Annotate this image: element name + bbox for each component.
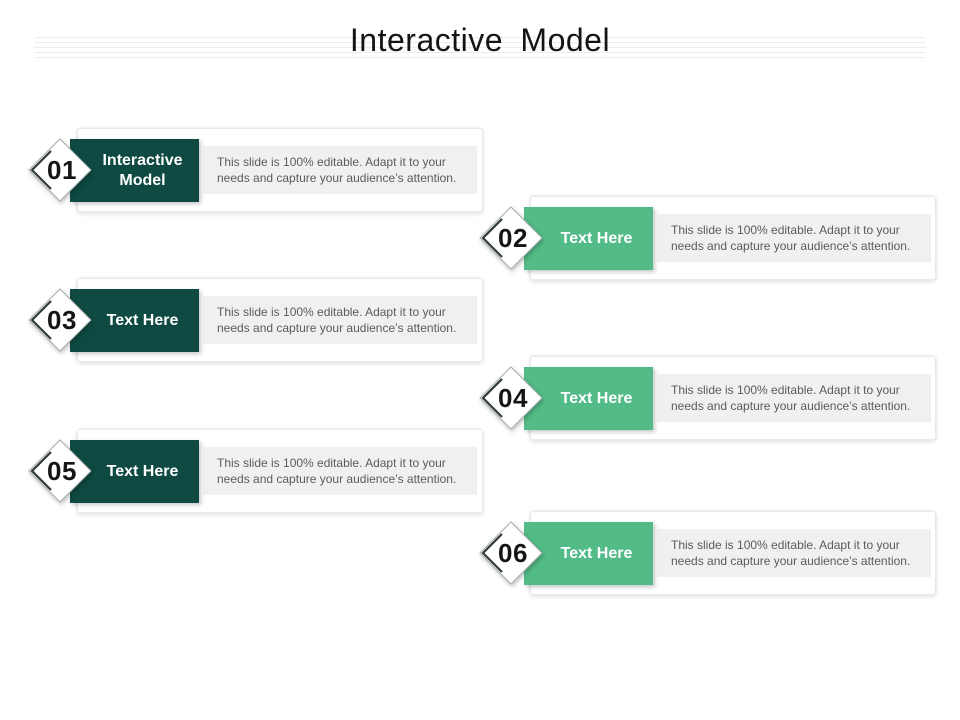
- item-number-diamond: 03: [27, 287, 93, 353]
- item-description-line: needs and capture your audience’s attent…: [217, 171, 457, 185]
- item-description-line: needs and capture your audience’s attent…: [217, 472, 457, 486]
- item-description-line: This slide is 100% editable. Adapt it to…: [217, 155, 446, 169]
- diamond-icon: [28, 288, 92, 352]
- item-description-box: This slide is 100% editable. Adapt it to…: [657, 529, 931, 577]
- item-label-box: Text Here: [524, 367, 653, 430]
- item-description-line: needs and capture your audience’s attent…: [671, 399, 911, 413]
- item-label: Text Here: [560, 389, 633, 407]
- item-label: Text Here: [560, 229, 633, 247]
- diamond-icon: [479, 521, 543, 585]
- ruled-line: [35, 42, 925, 43]
- item-description-line: This slide is 100% editable. Adapt it to…: [671, 383, 900, 397]
- item-label: Text Here: [560, 544, 633, 562]
- item-label-box: Text Here: [70, 440, 199, 503]
- item-label-box: Interactive Model: [70, 139, 199, 202]
- item-description-line: needs and capture your audience’s attent…: [671, 554, 911, 568]
- item-number: 05: [47, 455, 77, 486]
- item-description-line: This slide is 100% editable. Adapt it to…: [671, 538, 900, 552]
- item-label-box: Text Here: [70, 289, 199, 352]
- item-description-box: This slide is 100% editable. Adapt it to…: [203, 296, 477, 344]
- item-description-box: This slide is 100% editable. Adapt it to…: [203, 146, 477, 194]
- item-description-box: This slide is 100% editable. Adapt it to…: [657, 214, 931, 262]
- ruled-line: [35, 52, 925, 53]
- slide-title: Interactive Model: [349, 22, 611, 58]
- item-number: 02: [498, 222, 528, 253]
- item-number-diamond: 05: [27, 438, 93, 504]
- item-number: 01: [47, 154, 77, 185]
- item-description-line: This slide is 100% editable. Adapt it to…: [217, 305, 446, 319]
- item-description-line: needs and capture your audience’s attent…: [217, 321, 457, 335]
- item-number: 06: [498, 537, 528, 568]
- diamond-icon: [479, 206, 543, 270]
- item-description-box: This slide is 100% editable. Adapt it to…: [657, 374, 931, 422]
- item-number-diamond: 01: [27, 137, 93, 203]
- item-label: Text Here: [106, 311, 179, 329]
- ruled-line: [35, 57, 925, 58]
- item-description-line: needs and capture your audience’s attent…: [671, 239, 911, 253]
- item-description-box: This slide is 100% editable. Adapt it to…: [203, 447, 477, 495]
- item-description-line: This slide is 100% editable. Adapt it to…: [217, 456, 446, 470]
- item-label: Text Here: [106, 462, 179, 480]
- item-label: Interactive Model: [102, 151, 183, 189]
- item-number: 03: [47, 304, 77, 335]
- item-number-diamond: 06: [478, 520, 544, 586]
- diamond-icon: [28, 439, 92, 503]
- ruled-line: [35, 47, 925, 48]
- diamond-icon: [479, 366, 543, 430]
- item-number-diamond: 04: [478, 365, 544, 431]
- item-label-box: Text Here: [524, 522, 653, 585]
- item-number-diamond: 02: [478, 205, 544, 271]
- item-description-line: This slide is 100% editable. Adapt it to…: [671, 223, 900, 237]
- ruled-line: [35, 37, 925, 38]
- ruled-lines: [35, 37, 925, 62]
- item-number: 04: [498, 382, 528, 413]
- item-label-box: Text Here: [524, 207, 653, 270]
- diamond-icon: [28, 138, 92, 202]
